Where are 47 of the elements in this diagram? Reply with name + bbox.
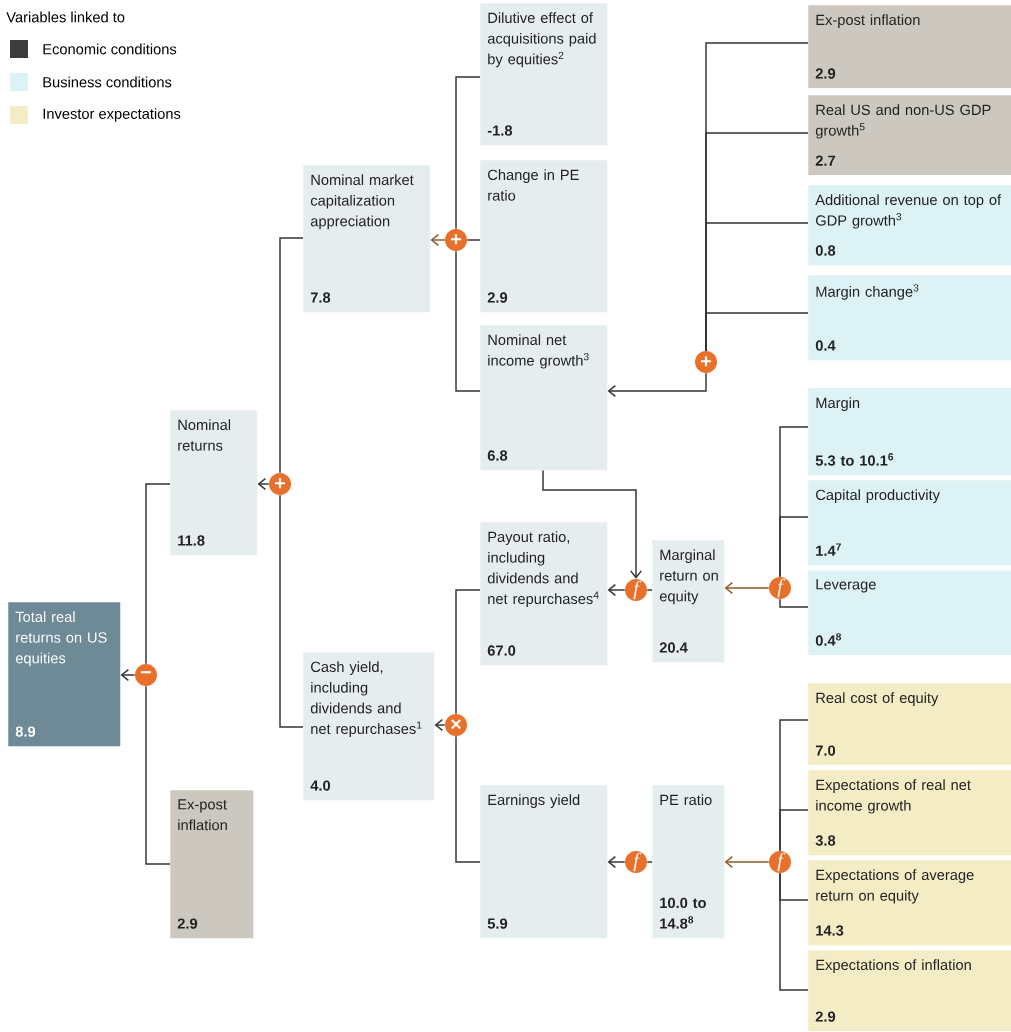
variable-box: Ex-post inflation 2.9 <box>170 790 254 939</box>
variable-box: Payout ratio, including dividends and net repurchases$^{4}$ 67.0 <box>480 522 608 666</box>
variable-box: Leverage 0.4$^{8}$ <box>808 570 1011 656</box>
variable-box: Nominal returns 11.8 <box>170 410 258 556</box>
variable-box: Total real returns on US equities 8.9 <box>8 602 121 747</box>
variable-box: PE ratio 10.0 to 14.8$^{8}$ <box>652 785 725 939</box>
arrow <box>120 668 136 682</box>
connector-line <box>279 237 304 474</box>
variable-box: Margin change$^{3}$ 0.4 <box>808 275 1011 361</box>
connector-line <box>279 494 304 728</box>
variable-box: Expectations of average return on equity 14.3 <box>808 860 1011 946</box>
connector-line <box>646 861 653 863</box>
arrow <box>607 372 707 398</box>
connector-line <box>145 685 171 865</box>
legend-title: Variables linked to <box>6 11 125 23</box>
variable-box: Expectations of inflation 2.9 <box>808 950 1011 1032</box>
variable-box: Nominal market capitalization appreciation 7.8 <box>303 165 431 313</box>
arrow <box>542 469 643 579</box>
arrow <box>607 583 626 597</box>
connector-line <box>455 250 481 392</box>
connector-line <box>455 735 481 863</box>
arrow <box>724 855 770 869</box>
connector-line <box>779 809 809 852</box>
connector-line <box>145 483 171 665</box>
variable-box: Marginal return on equity 20.4 <box>652 540 725 663</box>
variable-box: Expectations of real net income growth 3.8 <box>808 770 1011 856</box>
arrow <box>724 581 770 595</box>
legend-text: Economic conditions <box>43 43 177 55</box>
variable-box: Cash yield, including dividends and net repurchases$^{1}$ 4.0 <box>303 652 435 801</box>
connector-line <box>466 239 481 241</box>
connector-line <box>455 589 481 715</box>
connector-line <box>779 598 809 608</box>
arrow <box>430 233 446 247</box>
variable-box: Capital productivity 1.4$^{7}$ <box>808 480 1011 566</box>
variable-box: Real US and non-US GDP growth$^{5}$ 2.7 <box>808 95 1011 176</box>
connector-line <box>779 516 809 578</box>
arrow <box>607 855 626 869</box>
connector-line <box>646 589 653 591</box>
variable-box: Margin 5.3 to 10.1$^{6}$ <box>808 388 1011 476</box>
legend-text: Business conditions <box>43 76 172 88</box>
connector-line <box>779 872 809 991</box>
variable-box: Change in PE ratio 2.9 <box>480 160 608 313</box>
connector-line <box>705 312 809 352</box>
connector-line <box>455 76 481 230</box>
variable-box: Earnings yield 5.9 <box>480 785 608 939</box>
variable-box: Additional revenue on top of GDP growth$^{3}$ 0.8 <box>808 185 1011 266</box>
legend-text: Investor expectations <box>43 108 181 122</box>
